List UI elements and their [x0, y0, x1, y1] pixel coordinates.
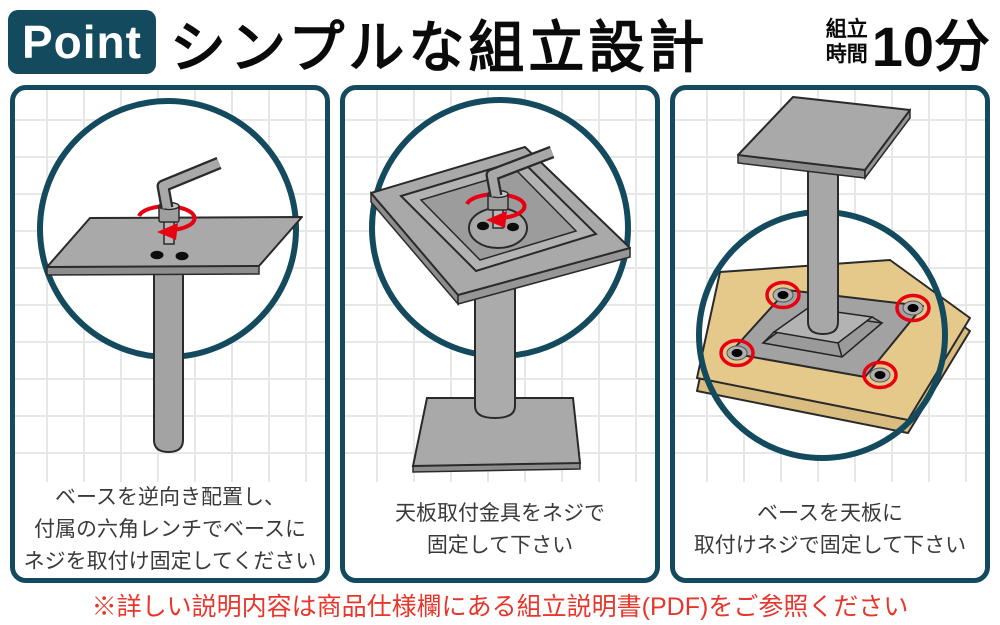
screw-hole — [507, 222, 519, 232]
caption-line: 天板取付金具をネジで — [395, 502, 605, 526]
screw-marker — [862, 360, 898, 390]
base-screwed-to-tabletop-icon — [696, 96, 971, 461]
hex-wrench-on-inverted-base-icon — [37, 98, 303, 454]
step1-caption: ベースを逆向き配置し、 付属の六角レンチでベースに ネジを取付け固定してください — [15, 482, 325, 578]
table-column — [474, 285, 516, 420]
screw-marker — [765, 280, 801, 310]
base-plate — [737, 96, 911, 181]
hex-wrench-on-top-bracket-icon — [369, 97, 631, 473]
assembly-time-label-line2: 時間 — [825, 43, 868, 66]
header: Point シンプルな組立設計 組立 時間 10分 — [0, 0, 1000, 85]
screw-hole — [175, 251, 189, 261]
screw-marker — [895, 293, 931, 323]
caption-line: ベースを逆向き配置し、 — [55, 486, 285, 510]
rotation-arrow-icon — [465, 192, 527, 228]
caption-line: ベースを天板に — [757, 502, 903, 526]
step-panels: ベースを逆向き配置し、 付属の六角レンチでベースに ネジを取付け固定してください — [10, 85, 990, 583]
caption-line: 取付けネジで固定して下さい — [693, 534, 967, 557]
screw-marker — [719, 338, 755, 368]
step1-panel: ベースを逆向き配置し、 付属の六角レンチでベースに ネジを取付け固定してください — [10, 85, 330, 583]
assembly-time-label: 組立 時間 — [826, 17, 868, 67]
page-title: シンプルな組立設計 — [170, 15, 709, 79]
screw-hole — [150, 250, 164, 260]
step3-caption: ベースを天板に 取付けネジで固定して下さい — [675, 482, 985, 578]
caption-line: 付属の六角レンチでベースに — [34, 518, 306, 542]
caption-line: ネジを取付け固定してください — [23, 549, 317, 573]
pedestal-base — [411, 397, 582, 473]
hex-wrench-icon — [156, 156, 222, 210]
screw-hole — [477, 221, 489, 231]
step3-illustration — [675, 90, 985, 482]
step1-illustration — [15, 90, 325, 482]
assembly-time-value: 10分 — [871, 14, 990, 78]
step2-panel: 天板取付金具をネジで 固定して下さい — [340, 85, 660, 583]
step2-illustration — [345, 90, 655, 482]
table-column — [807, 149, 839, 336]
step2-caption: 天板取付金具をネジで 固定して下さい — [345, 482, 655, 578]
assembly-time: 組立 時間 10分 — [826, 8, 990, 78]
screw-markers — [719, 280, 931, 390]
hex-wrench-icon — [485, 145, 555, 198]
rotation-arrow-icon — [137, 204, 197, 240]
table-column — [153, 265, 184, 454]
caption-line: 固定して下さい — [426, 534, 574, 557]
point-badge: Point — [8, 10, 156, 74]
assembly-time-label-line1: 組立 — [825, 17, 868, 41]
step3-panel: ベースを天板に 取付けネジで固定して下さい — [670, 85, 990, 583]
footer-note: ※詳しい説明内容は商品仕様欄にある組立説明書(PDF)をご参照ください — [91, 593, 909, 621]
